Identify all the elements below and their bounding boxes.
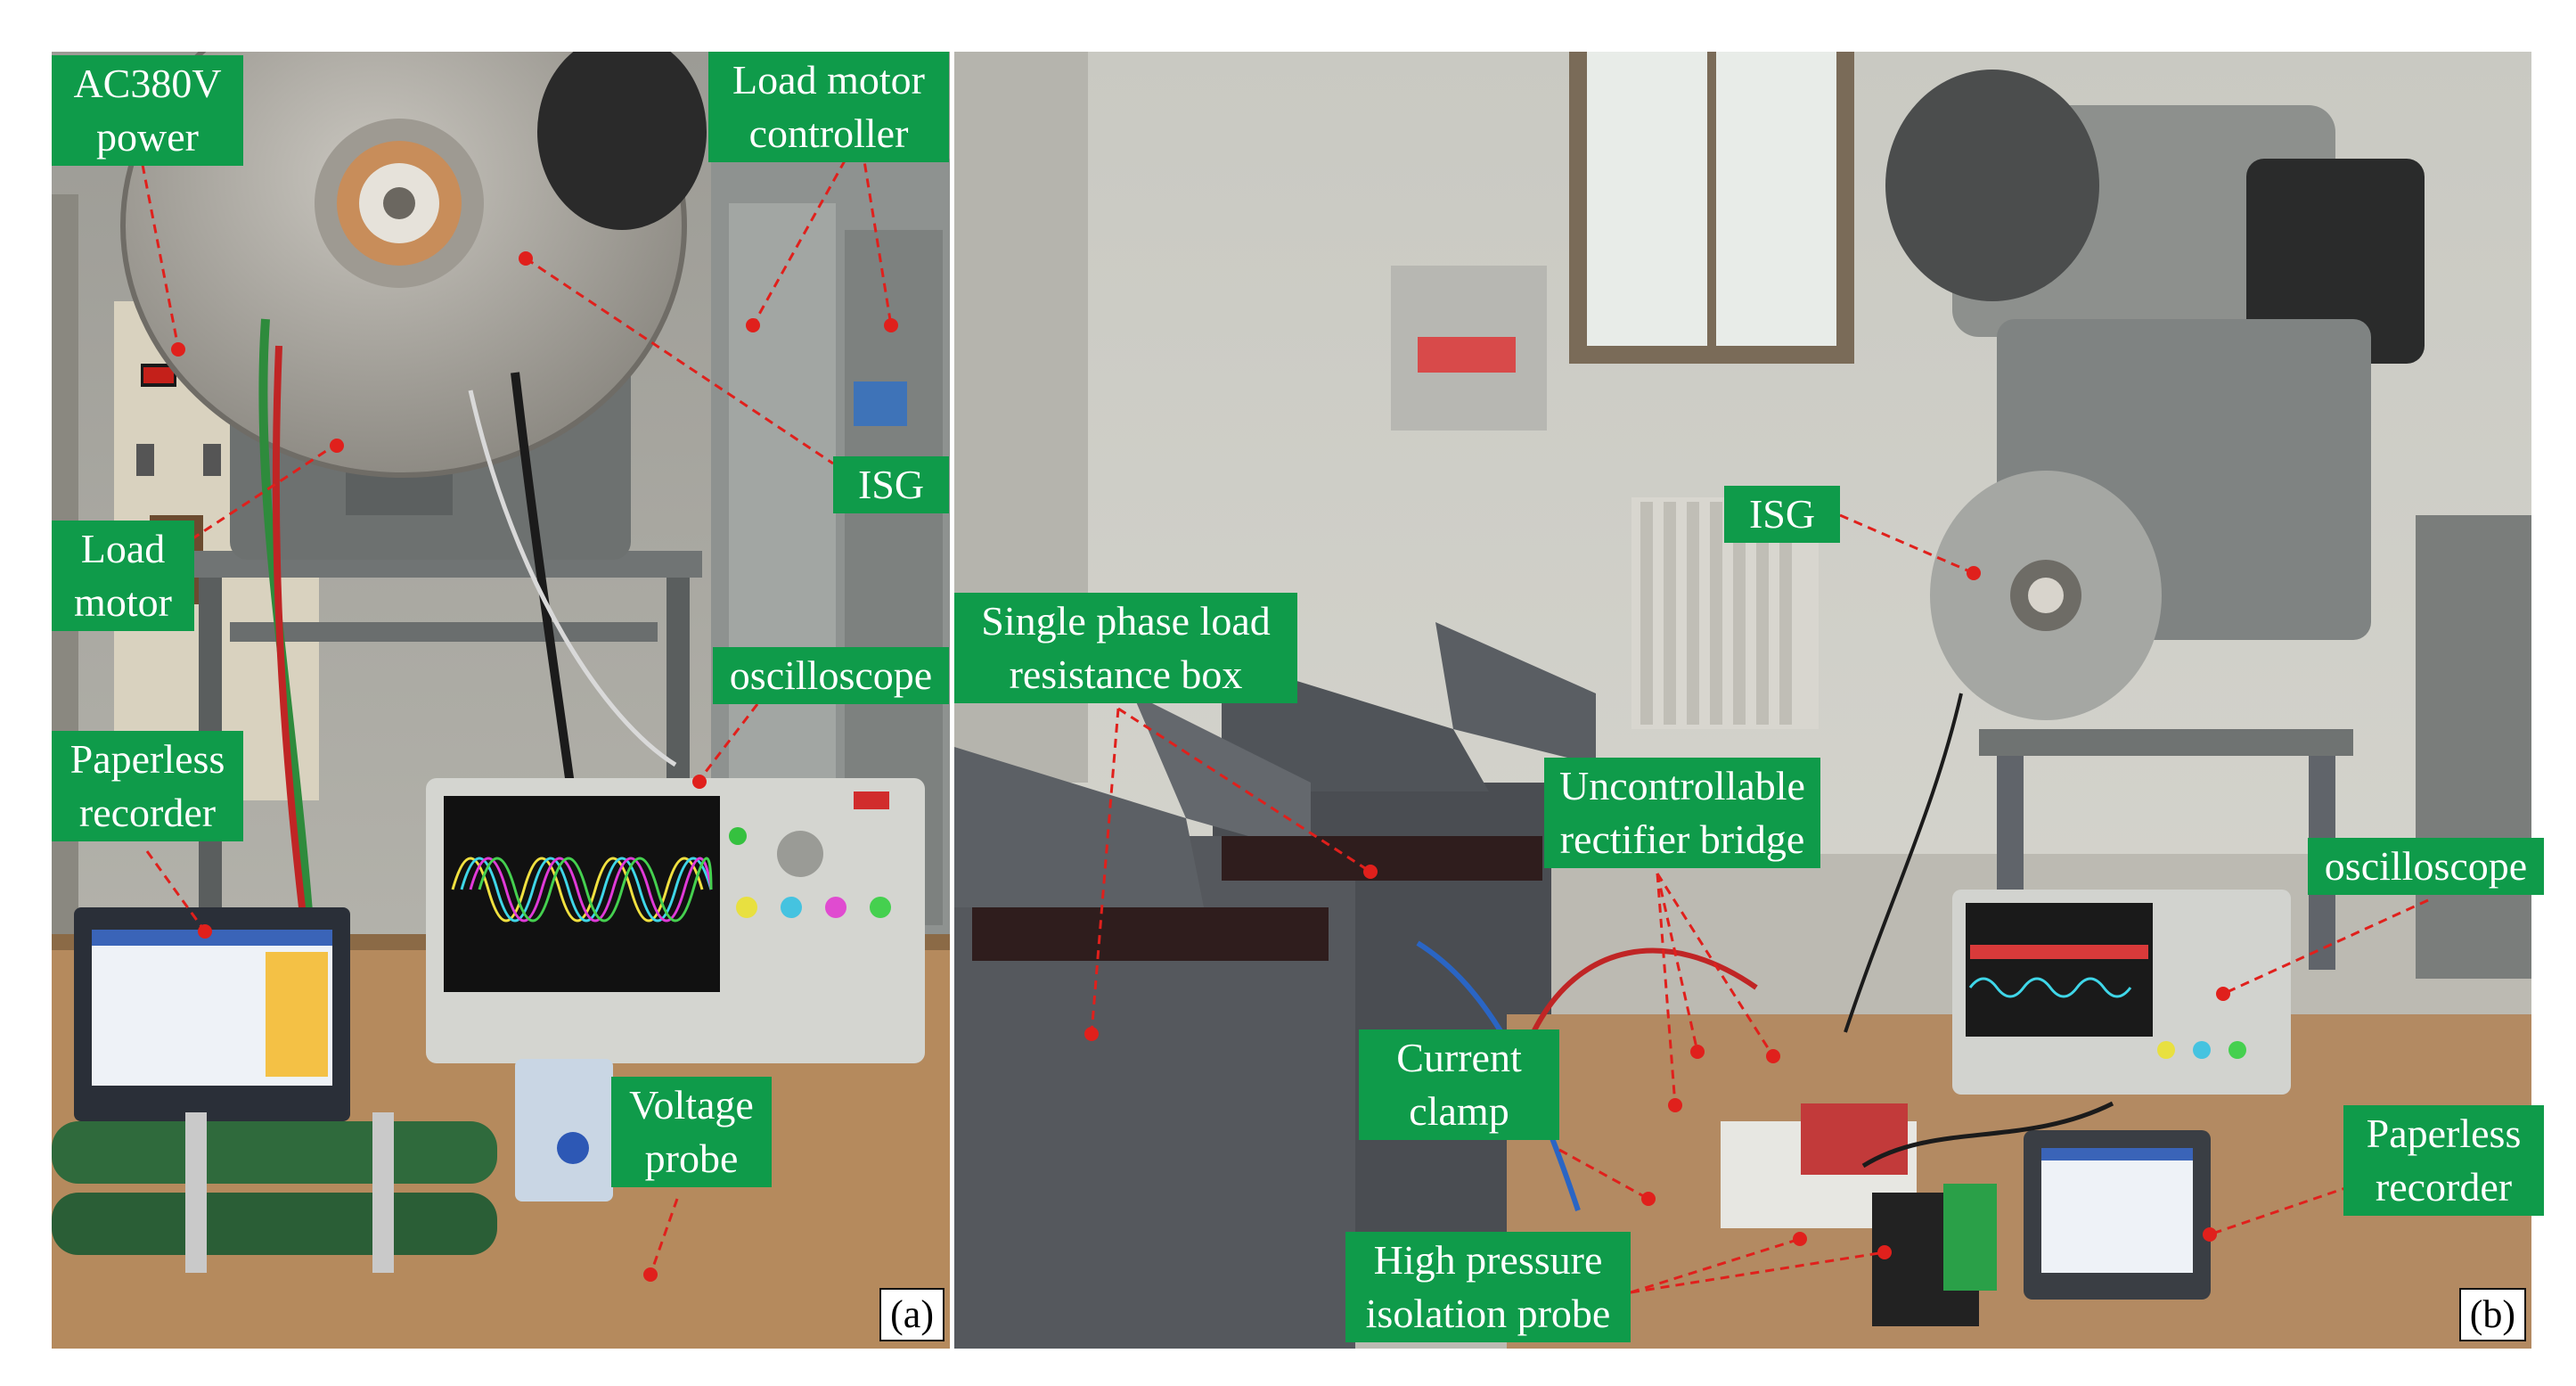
label-uncontrollable-rectifier-bridge: Uncontrollable rectifier bridge <box>1544 758 1820 868</box>
panel-b-tag: (b) <box>2458 1288 2526 1341</box>
oscilloscope-b <box>1952 890 2291 1095</box>
label-ac380v-power-line1: AC380V <box>73 61 222 106</box>
label-rectifier-line2: rectifier bridge <box>1559 816 1805 862</box>
label-paperless-recorder-b-line2: recorder <box>2375 1164 2513 1210</box>
label-voltage-probe: Voltage probe <box>611 1077 772 1187</box>
label-paperless-recorder-a-line1: Paperless <box>70 736 225 782</box>
label-ac380v-power: AC380V power <box>52 55 243 166</box>
label-paperless-recorder-b: Paperless recorder <box>2343 1105 2544 1216</box>
panel-a-tag: (a) <box>879 1288 945 1341</box>
label-load-motor-controller-line2: controller <box>748 111 909 156</box>
label-paperless-recorder-b-line1: Paperless <box>2366 1111 2522 1156</box>
label-single-phase-load-resistance-box: Single phase load resistance box <box>954 593 1297 703</box>
paperless-recorder-a <box>74 907 350 1121</box>
label-load-motor-controller: Load motor controller <box>708 52 949 162</box>
oscilloscope-a <box>426 778 925 1063</box>
label-load-motor: Load motor <box>52 521 194 631</box>
paperless-recorder-b <box>2024 1130 2211 1300</box>
label-voltage-probe-line1: Voltage <box>629 1082 754 1128</box>
label-high-pressure-isolation-probe: High pressure isolation probe <box>1345 1232 1631 1342</box>
label-oscilloscope-b: oscilloscope <box>2308 838 2544 895</box>
label-hv-probe-line2: isolation probe <box>1365 1291 1611 1336</box>
label-paperless-recorder-a: Paperless recorder <box>52 731 243 841</box>
label-current-clamp-line1: Current <box>1396 1035 1522 1080</box>
label-oscilloscope-a: oscilloscope <box>713 647 949 704</box>
label-single-phase-line2: resistance box <box>1009 652 1243 697</box>
label-load-motor-controller-line1: Load motor <box>732 57 925 103</box>
label-isg-a: ISG <box>833 456 949 513</box>
label-ac380v-power-line2: power <box>96 114 199 160</box>
label-current-clamp-line2: clamp <box>1409 1088 1509 1134</box>
window <box>1569 52 1854 364</box>
label-hv-probe-line1: High pressure <box>1373 1237 1603 1283</box>
label-current-clamp: Current clamp <box>1359 1029 1559 1140</box>
label-rectifier-line1: Uncontrollable <box>1559 763 1805 808</box>
label-voltage-probe-line2: probe <box>644 1136 739 1181</box>
green-resistor <box>52 1112 497 1273</box>
label-load-motor-line1: Load <box>80 526 166 571</box>
label-single-phase-line1: Single phase load <box>981 598 1271 644</box>
label-isg-b: ISG <box>1724 486 1840 543</box>
label-load-motor-line2: motor <box>74 579 172 625</box>
label-paperless-recorder-a-line2: recorder <box>78 790 217 835</box>
